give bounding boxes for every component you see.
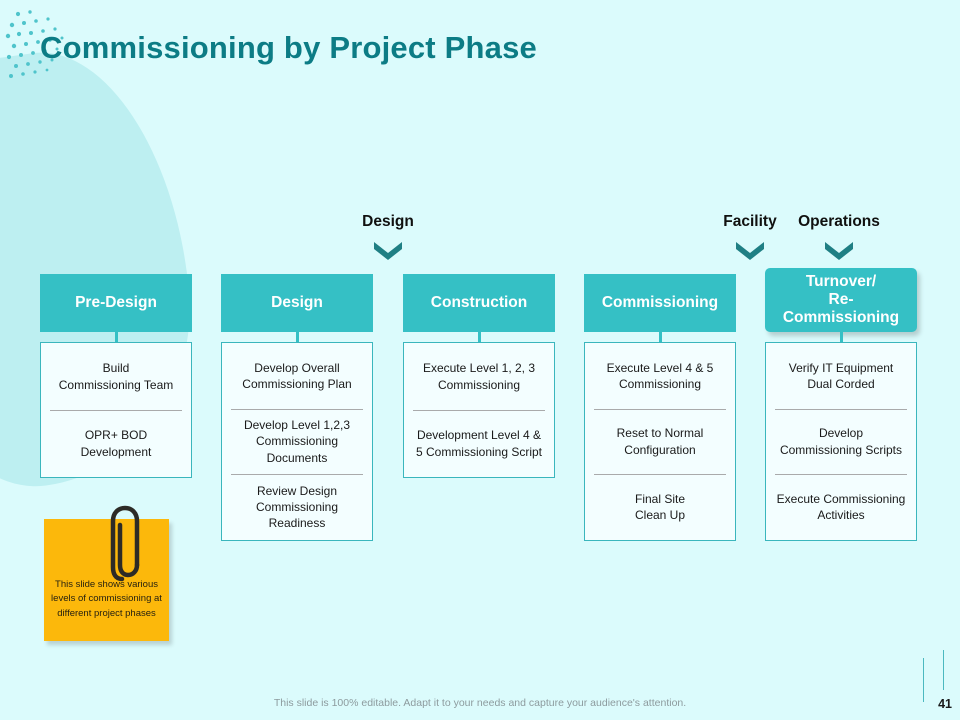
column-header-commissioning[interactable]: Commissioning [584, 274, 736, 332]
sticky-note-text: This slide shows various levels of commi… [51, 579, 162, 619]
column-header-design[interactable]: Design [221, 274, 373, 332]
footer-note: This slide is 100% editable. Adapt it to… [273, 697, 687, 709]
column-header-pre-design[interactable]: Pre-Design [40, 274, 192, 332]
list-item[interactable]: Development Level 4 &5 Commissioning Scr… [404, 410, 554, 477]
connector-stem [658, 332, 662, 342]
connector-stem [477, 332, 481, 342]
chevron-down-icon [825, 242, 853, 260]
page-number: 41 [938, 697, 952, 711]
phase-label-facility: Facility [723, 213, 777, 230]
dot-pattern-decoration [5, 10, 64, 78]
footer-divider-line [942, 650, 944, 690]
phase-column-turnover[interactable]: Turnover/Re-Commissioning Verify IT Equi… [765, 268, 917, 541]
page-title: Commissioning by Project Phase [40, 30, 537, 65]
phase-label-design: Design [362, 213, 414, 230]
connector-stem [114, 332, 118, 342]
chevron-down-icon [736, 242, 764, 260]
connector-stem [295, 332, 299, 342]
paperclip-icon [110, 505, 140, 582]
column-header-construction[interactable]: Construction [403, 274, 555, 332]
connector-stem [839, 332, 843, 342]
footer-divider-line [922, 658, 924, 702]
column-header-turnover[interactable]: Turnover/Re-Commissioning [765, 268, 917, 332]
chevron-down-icon [374, 242, 402, 260]
sticky-note[interactable] [44, 519, 169, 641]
phase-label-operations: Operations [798, 213, 880, 230]
